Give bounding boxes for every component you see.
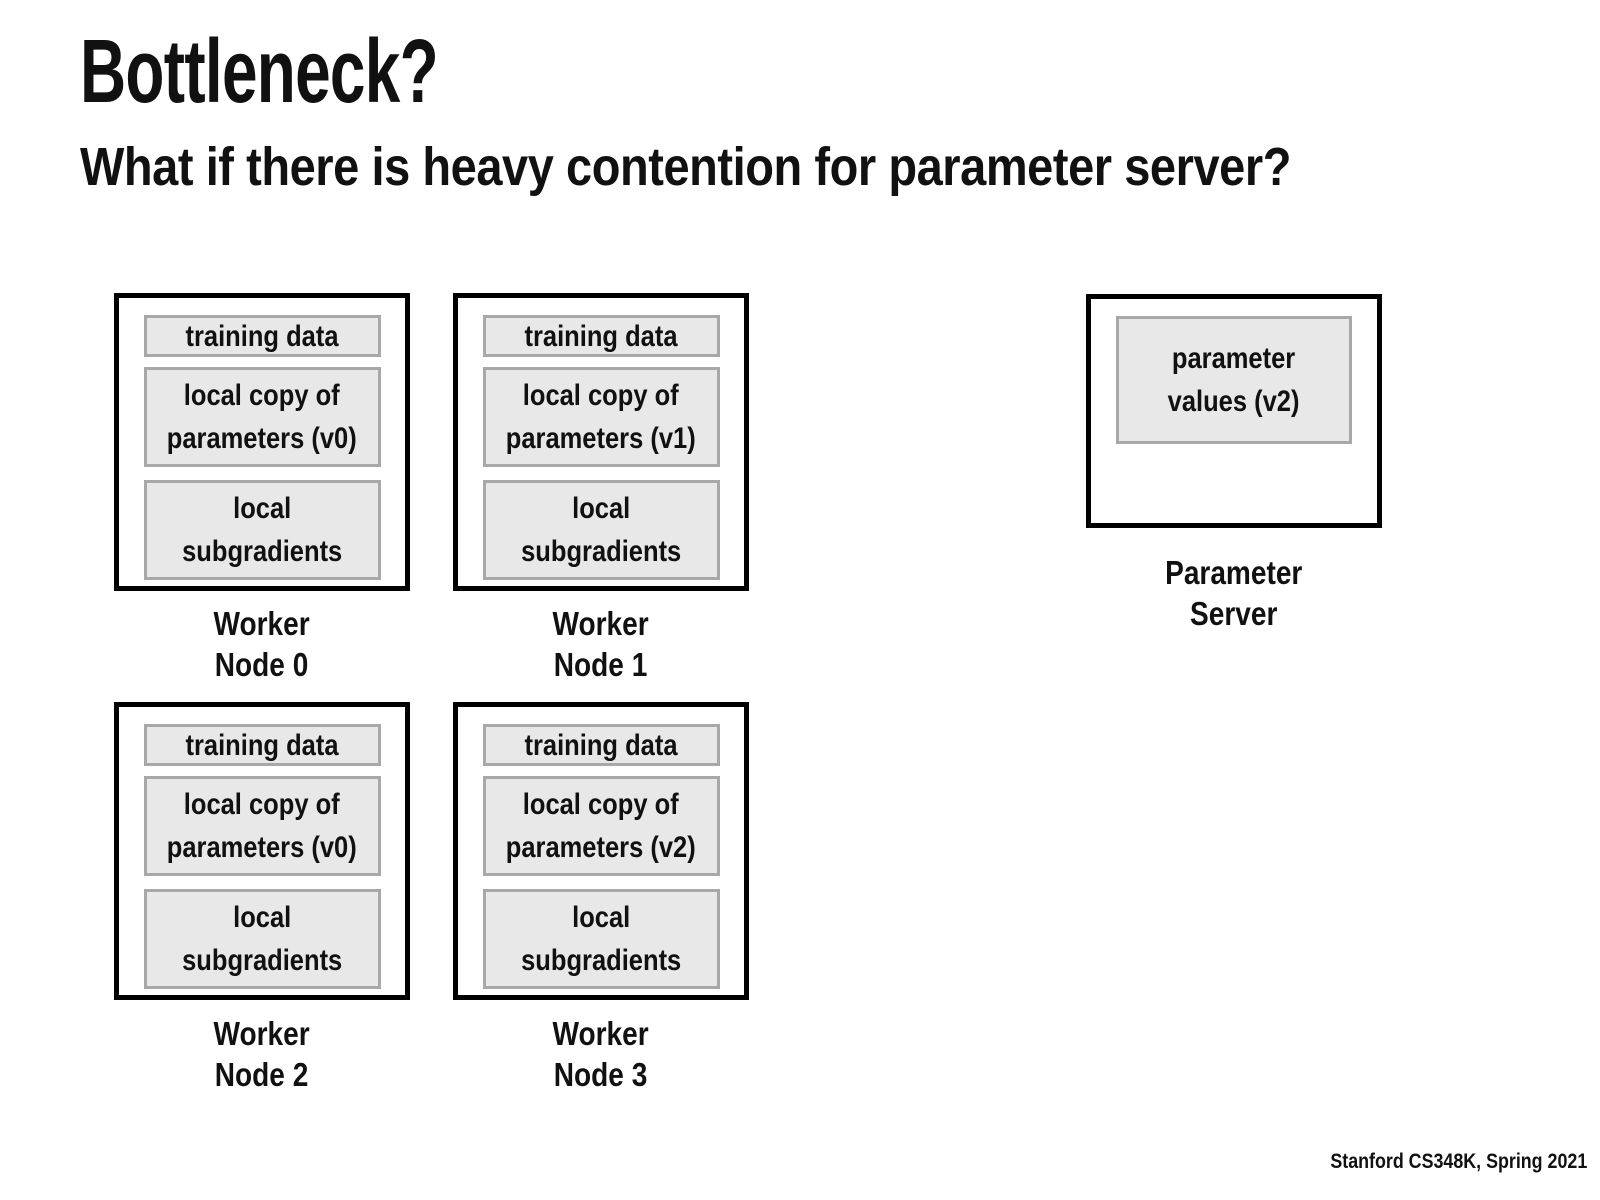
page-subtitle-text: What if there is heavy contention for pa… (80, 137, 1291, 197)
page-subtitle: What if there is heavy contention for pa… (80, 136, 1472, 198)
worker-1-training-data-cell: training data (482, 315, 720, 357)
worker-node-1-label-text: Worker Node 1 (552, 605, 650, 683)
footer-credit: Stanford CS348K, Spring 2021 (1285, 1150, 1587, 1174)
worker-0-training-data-text: training data (185, 319, 339, 353)
worker-3-local-subgradients-cell: local subgradients (482, 889, 720, 989)
worker-node-2-label-text: Worker Node 2 (213, 1015, 311, 1093)
worker-0-local-parameters-cell: local copy of parameters (v0) (143, 367, 381, 467)
parameter-server-label: Parameter Server (1086, 552, 1382, 634)
worker-2-local-parameters-text: local copy of parameters (v0) (167, 788, 357, 864)
worker-3-local-subgradients-text: local subgradients (520, 901, 682, 977)
worker-node-2-box: training data local copy of parameters (… (114, 702, 410, 1000)
worker-node-1-label: Worker Node 1 (453, 603, 749, 685)
page-title-text: Bottleneck? (80, 22, 439, 122)
worker-2-training-data-cell: training data (143, 724, 381, 766)
worker-node-0-label-text: Worker Node 0 (213, 605, 311, 683)
worker-node-2-label: Worker Node 2 (114, 1013, 410, 1095)
worker-0-local-subgradients-text: local subgradients (181, 492, 343, 568)
worker-2-local-parameters-cell: local copy of parameters (v0) (143, 776, 381, 876)
worker-0-training-data-cell: training data (143, 315, 381, 357)
page-title: Bottleneck? (80, 22, 584, 122)
worker-node-3-label-text: Worker Node 3 (552, 1015, 650, 1093)
worker-1-training-data-text: training data (524, 319, 678, 353)
worker-1-local-subgradients-text: local subgradients (520, 492, 682, 568)
worker-1-local-subgradients-cell: local subgradients (482, 480, 720, 580)
worker-1-local-parameters-cell: local copy of parameters (v1) (482, 367, 720, 467)
footer-credit-text: Stanford CS348K, Spring 2021 (1330, 1150, 1587, 1173)
parameter-values-cell: parameter values (v2) (1116, 316, 1352, 444)
worker-1-local-parameters-text: local copy of parameters (v1) (506, 379, 696, 455)
worker-2-local-subgradients-text: local subgradients (181, 901, 343, 977)
worker-0-local-subgradients-cell: local subgradients (143, 480, 381, 580)
worker-3-training-data-text: training data (524, 728, 678, 762)
worker-3-local-parameters-cell: local copy of parameters (v2) (482, 776, 720, 876)
worker-node-3-box: training data local copy of parameters (… (453, 702, 749, 1000)
worker-3-local-parameters-text: local copy of parameters (v2) (506, 788, 696, 864)
worker-node-1-box: training data local copy of parameters (… (453, 293, 749, 591)
parameter-server-label-text: Parameter Server (1165, 554, 1303, 632)
worker-node-0-box: training data local copy of parameters (… (114, 293, 410, 591)
parameter-values-text: parameter values (v2) (1168, 342, 1300, 418)
parameter-server-box: parameter values (v2) (1086, 294, 1382, 528)
worker-2-training-data-text: training data (185, 728, 339, 762)
worker-2-local-subgradients-cell: local subgradients (143, 889, 381, 989)
worker-0-local-parameters-text: local copy of parameters (v0) (167, 379, 357, 455)
worker-node-0-label: Worker Node 0 (114, 603, 410, 685)
worker-3-training-data-cell: training data (482, 724, 720, 766)
worker-node-3-label: Worker Node 3 (453, 1013, 749, 1095)
